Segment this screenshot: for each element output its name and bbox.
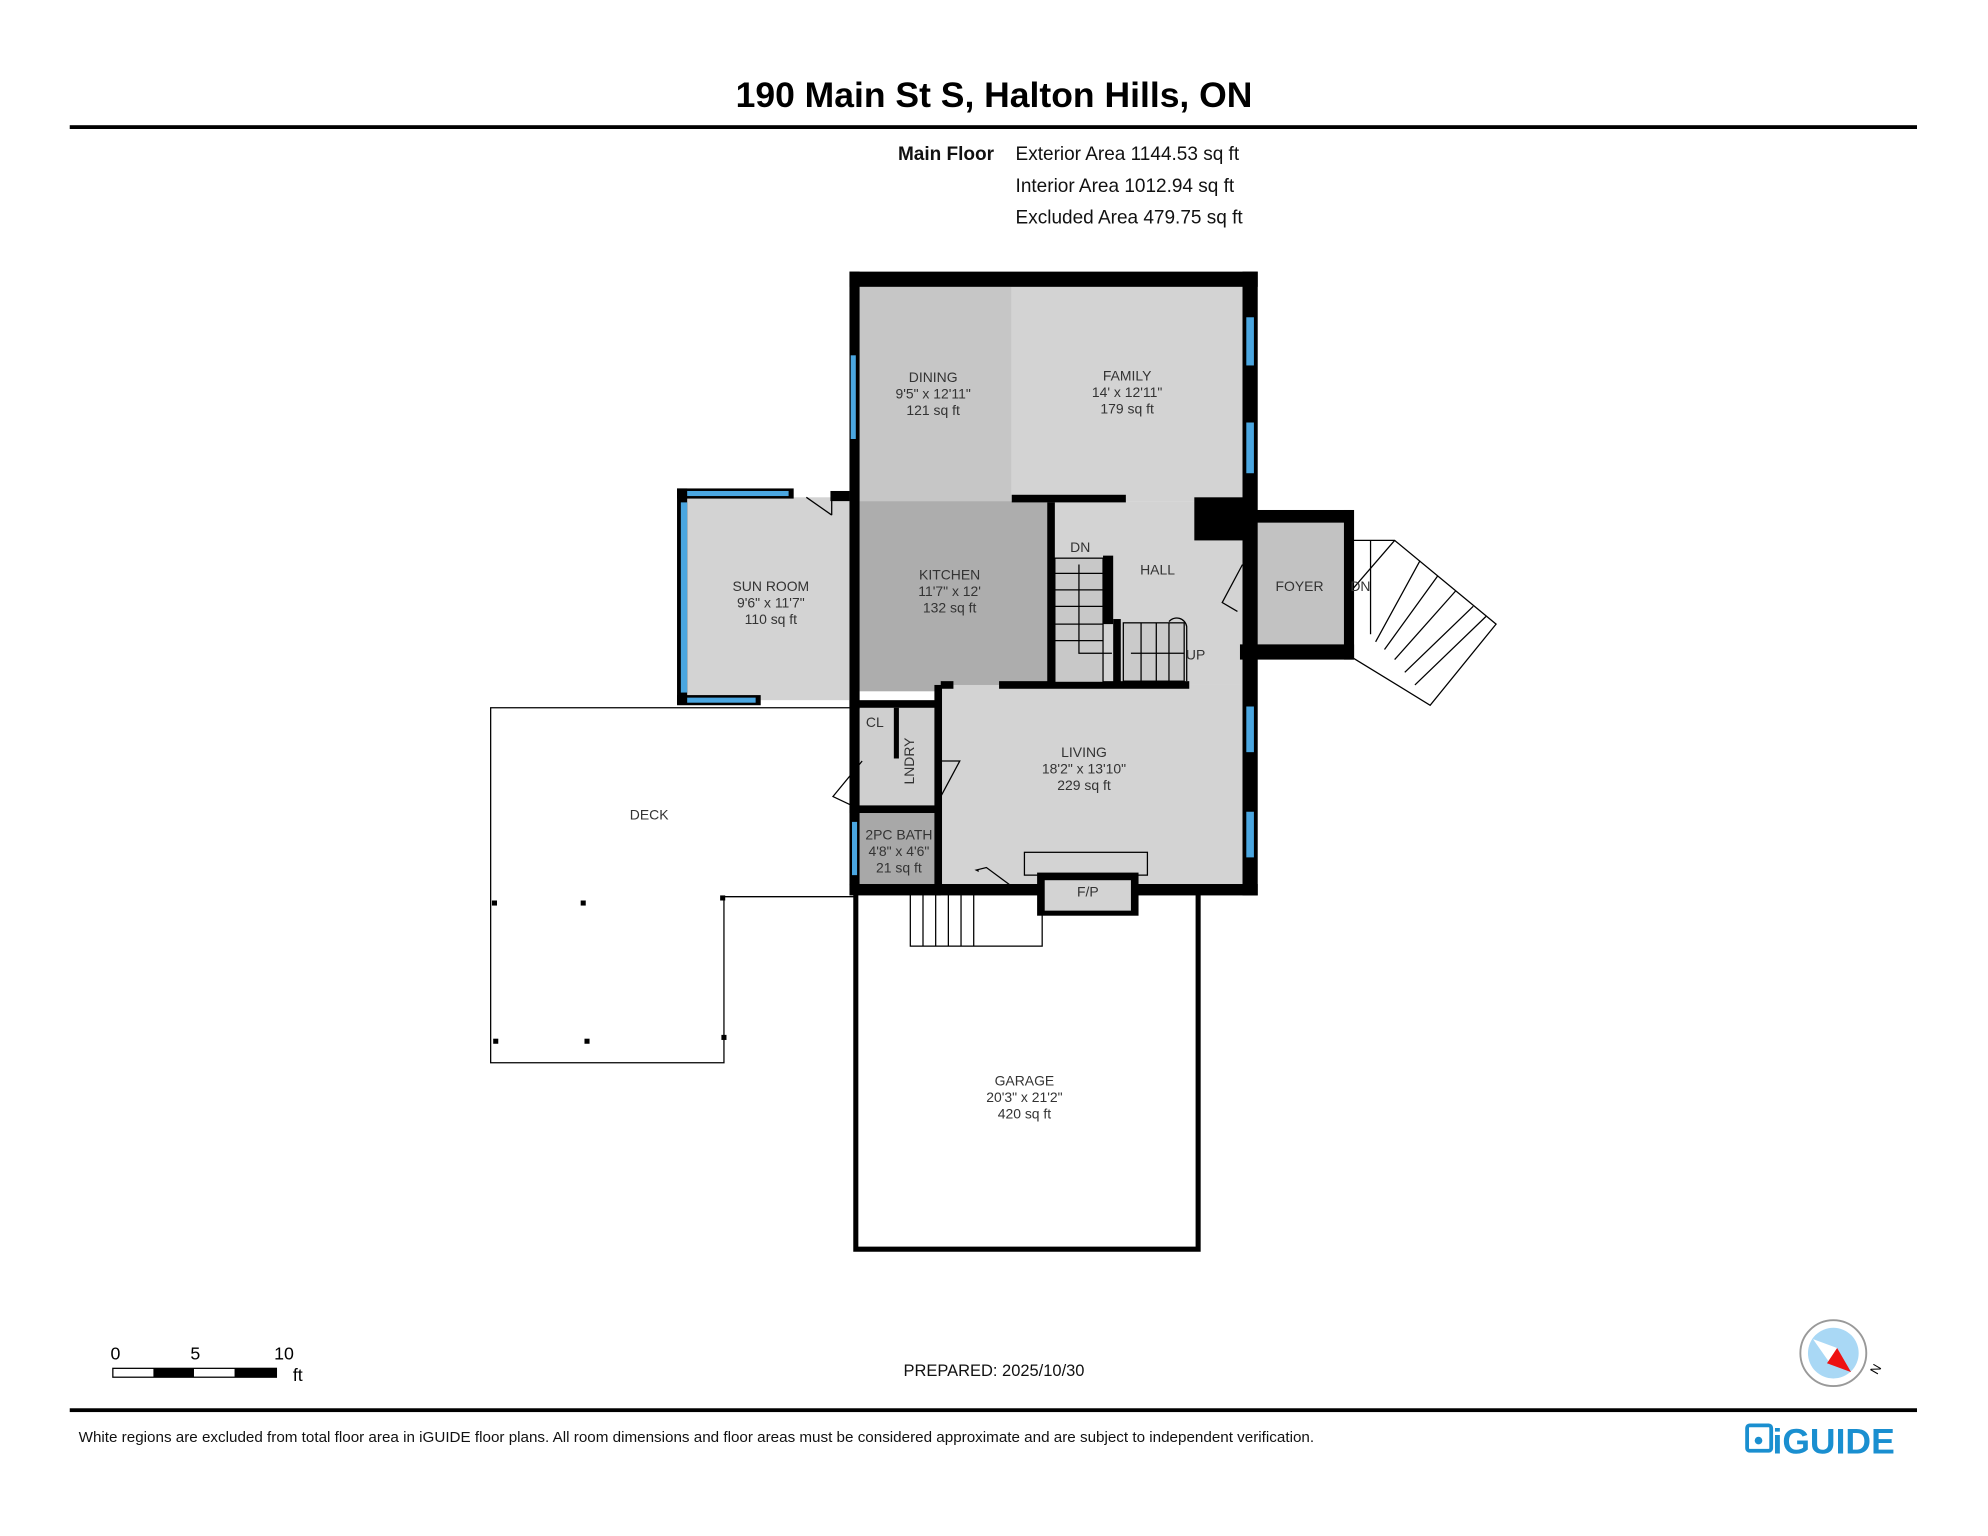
kitchen-dims: 11'7" x 12' bbox=[918, 583, 981, 599]
interior-area: Interior Area 1012.94 sq ft bbox=[1016, 176, 1235, 197]
garage: GARAGE 20'3" x 21'2" 420 sq ft bbox=[853, 894, 1201, 1252]
sun-room bbox=[684, 497, 850, 701]
kitchen-name: KITCHEN bbox=[919, 567, 980, 583]
dining-area: 121 sq ft bbox=[906, 402, 960, 418]
bath-name: 2PC BATH bbox=[865, 827, 932, 843]
family-room bbox=[1011, 286, 1243, 502]
kitchen bbox=[859, 501, 1050, 692]
garage-stairs bbox=[909, 893, 1043, 947]
exterior-area: Exterior Area 1144.53 sq ft bbox=[1016, 144, 1240, 165]
stairs-up-label: UP bbox=[1186, 647, 1205, 663]
dining-name: DINING bbox=[909, 369, 958, 385]
windows bbox=[680, 317, 1254, 876]
living-area: 229 sq ft bbox=[1057, 777, 1111, 793]
room-labels: DINING 9'5" x 12'11" 121 sq ft FAMILY 14… bbox=[733, 368, 1324, 876]
garage-name: GARAGE bbox=[995, 1073, 1055, 1089]
scale-unit: ft bbox=[293, 1365, 303, 1385]
garage-dims: 20'3" x 21'2" bbox=[986, 1089, 1062, 1105]
deck-label: DECK bbox=[630, 806, 669, 822]
scale-tick-10: 10 bbox=[274, 1343, 294, 1363]
bath-dims: 4'8" x 4'6" bbox=[868, 843, 929, 859]
living-dims: 18'2" x 13'10" bbox=[1042, 761, 1126, 777]
footer-divider bbox=[69, 1408, 1917, 1413]
bath bbox=[859, 811, 936, 886]
sunroom-area: 110 sq ft bbox=[745, 611, 798, 627]
foyer-stairs-down-label: DN bbox=[1350, 578, 1370, 594]
fireplace-label: F/P bbox=[1077, 884, 1099, 900]
dining-room bbox=[859, 286, 1012, 502]
living-name: LIVING bbox=[1061, 744, 1107, 760]
family-dims: 14' x 12'11" bbox=[1092, 384, 1163, 400]
family-area: 179 sq ft bbox=[1100, 401, 1154, 417]
floor-name: Main Floor bbox=[898, 144, 995, 165]
fireplace bbox=[1044, 880, 1131, 911]
closet-name: CL bbox=[866, 714, 884, 730]
dining-dims: 9'5" x 12'11" bbox=[895, 385, 970, 401]
hall-name: HALL bbox=[1140, 562, 1175, 578]
interior-stairs bbox=[1054, 557, 1188, 684]
bath-area: 21 sq ft bbox=[876, 860, 922, 876]
compass-icon: N bbox=[1799, 1319, 1885, 1388]
sunroom-name: SUN ROOM bbox=[733, 578, 810, 594]
area-summary: Main Floor Exterior Area 1144.53 sq ft I… bbox=[898, 144, 1243, 228]
scale-tick-0: 0 bbox=[110, 1343, 120, 1363]
page-title: 190 Main St S, Halton Hills, ON bbox=[736, 75, 1253, 115]
laundry-name: LNDRY bbox=[901, 738, 917, 785]
garage-area: 420 sq ft bbox=[998, 1106, 1052, 1122]
stairs-down-label: DN bbox=[1070, 539, 1090, 555]
hearth bbox=[1023, 851, 1149, 876]
footer-disclaimer: White regions are excluded from total fl… bbox=[79, 1429, 1314, 1446]
iguide-logo: iGUIDE bbox=[1745, 1421, 1895, 1461]
doors bbox=[805, 496, 1244, 894]
excluded-area: Excluded Area 479.75 sq ft bbox=[1016, 207, 1244, 228]
living-room bbox=[940, 684, 1243, 885]
family-name: FAMILY bbox=[1103, 368, 1152, 384]
header-divider bbox=[69, 125, 1917, 129]
prepared-date: PREPARED: 2025/10/30 bbox=[904, 1362, 1085, 1380]
kitchen-area: 132 sq ft bbox=[923, 600, 977, 616]
foyer-name: FOYER bbox=[1276, 578, 1324, 594]
deck: DECK bbox=[490, 707, 856, 1064]
logo-text: iGUIDE bbox=[1772, 1421, 1894, 1461]
scale-tick-5: 5 bbox=[190, 1343, 200, 1363]
exterior-stairs bbox=[1345, 539, 1497, 707]
foyer bbox=[1257, 522, 1344, 647]
scale-bar: 0 5 10 ft bbox=[110, 1343, 302, 1385]
compass-north-label: N bbox=[1868, 1362, 1885, 1377]
sunroom-dims: 9'6" x 11'7" bbox=[737, 595, 805, 611]
